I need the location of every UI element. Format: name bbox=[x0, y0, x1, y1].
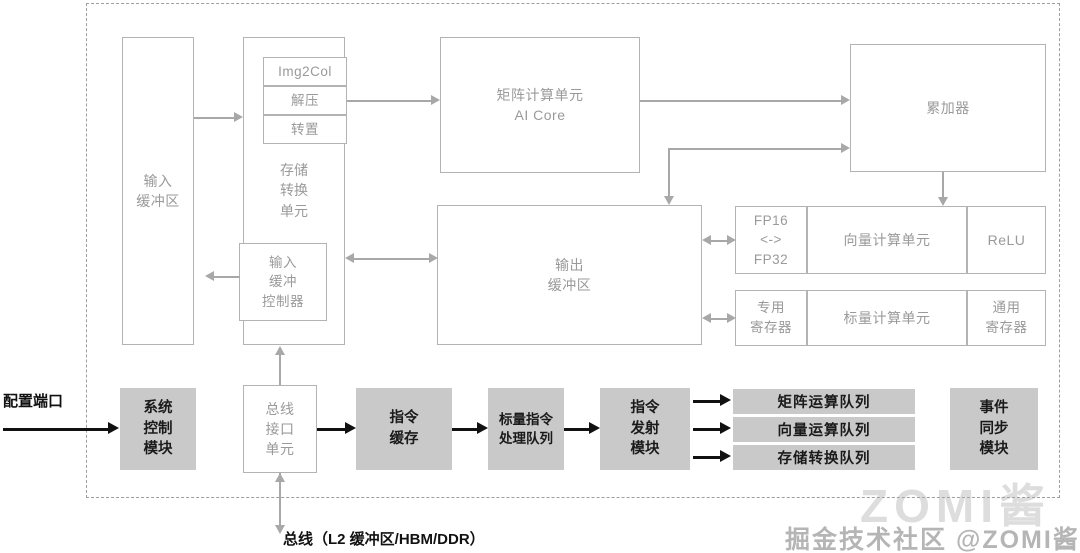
arrow-accumulator-to-vector bbox=[938, 197, 948, 206]
connector-matrix-to-accumulator bbox=[640, 100, 841, 102]
arrow-bus-to-biu bbox=[275, 473, 285, 482]
block-storage-convert-unit-label: 存储 转换 单元 bbox=[280, 162, 308, 219]
connector-branch-to-accumulator bbox=[668, 148, 841, 150]
arrow-branch-to-accumulator bbox=[841, 143, 850, 153]
block-instruction-dispatch[interactable]: 指令 发射 模块 bbox=[600, 388, 690, 470]
label-bus-external: 总线（L2 缓冲区/HBM/DDR） bbox=[283, 531, 485, 548]
chip-boundary bbox=[86, 3, 1060, 498]
block-system-control[interactable]: 系统 控制 模块 bbox=[120, 388, 196, 470]
arrow-biu-to-icache bbox=[345, 422, 356, 434]
connector-inputbuf-to-scu bbox=[194, 117, 234, 119]
connector-icache-to-scalarqueue bbox=[452, 428, 477, 431]
arrow-configport-to-syscontrol bbox=[108, 422, 119, 434]
label-config-port: 配置端口 bbox=[3, 393, 64, 410]
connector-scu-to-matrix bbox=[347, 100, 431, 102]
queue-matrix[interactable]: 矩阵运算队列 bbox=[733, 389, 915, 414]
arrow-dispatch-to-queue-vector bbox=[720, 422, 731, 434]
arrow-icache-to-scalarqueue bbox=[477, 422, 488, 434]
block-special-register[interactable]: 专用 寄存器 bbox=[735, 290, 807, 346]
arrow-outputbuf-scalar-left bbox=[702, 313, 711, 323]
arrow-scalarqueue-to-dispatch bbox=[589, 422, 600, 434]
block-fp-convert[interactable]: FP16 <-> FP32 bbox=[735, 206, 807, 274]
watermark-ghost: ZOMI酱 bbox=[860, 480, 1051, 532]
arrow-biu-to-bus bbox=[275, 525, 285, 534]
block-scalar-unit[interactable]: 标量计算单元 bbox=[807, 290, 967, 346]
connector-biu-to-icache bbox=[317, 428, 345, 431]
arrow-scu-to-matrix bbox=[431, 95, 440, 105]
watermark: 掘金技术社区 @ZOMI酱 bbox=[785, 526, 1080, 553]
connector-branch-down-to-outputbuf bbox=[668, 148, 670, 196]
block-transpose[interactable]: 转置 bbox=[263, 115, 347, 144]
connector-outputbuf-scalar-row bbox=[711, 318, 727, 320]
block-img2col[interactable]: Img2Col bbox=[263, 57, 347, 86]
queue-vector[interactable]: 向量运算队列 bbox=[733, 417, 915, 442]
block-input-buffer[interactable]: 输入 缓冲区 bbox=[122, 37, 194, 345]
block-vector-unit[interactable]: 向量计算单元 bbox=[807, 206, 967, 274]
connector-biu-to-bus bbox=[279, 473, 281, 525]
block-accumulator[interactable]: 累加器 bbox=[850, 44, 1046, 172]
connector-biu-to-scu bbox=[279, 355, 281, 385]
arrow-biu-to-scu bbox=[275, 346, 285, 355]
block-output-buffer[interactable]: 输出 缓冲区 bbox=[437, 205, 702, 345]
connector-dispatch-to-queue-vector bbox=[693, 428, 720, 431]
arrow-scu-outputbuf-right bbox=[429, 253, 438, 263]
block-instruction-cache[interactable]: 指令 缓存 bbox=[356, 388, 452, 470]
connector-ibc-to-inputbuf bbox=[214, 276, 240, 278]
block-bus-interface-unit[interactable]: 总线 接口 单元 bbox=[243, 385, 317, 473]
arrow-dispatch-to-queue-matrix bbox=[720, 394, 731, 406]
arrow-dispatch-to-queue-storage bbox=[720, 450, 731, 462]
connector-outputbuf-vector-row bbox=[711, 240, 727, 242]
arrow-matrix-to-accumulator bbox=[841, 95, 850, 105]
block-decompress[interactable]: 解压 bbox=[263, 86, 347, 115]
connector-scu-outputbuf bbox=[354, 258, 429, 260]
arrow-outputbuf-vector-left bbox=[702, 235, 711, 245]
queue-storage-convert[interactable]: 存储转换队列 bbox=[733, 445, 915, 470]
arrow-scu-outputbuf-left bbox=[345, 253, 354, 263]
arrow-ibc-to-inputbuf bbox=[205, 271, 214, 281]
connector-scalarqueue-to-dispatch bbox=[564, 428, 589, 431]
connector-dispatch-to-queue-storage bbox=[693, 456, 720, 459]
connector-accumulator-to-vector bbox=[942, 172, 944, 197]
arrow-outputbuf-vector-right bbox=[727, 235, 736, 245]
block-scalar-instruction-queue[interactable]: 标量指令 处理队列 bbox=[488, 388, 564, 470]
arrow-branch-down-to-outputbuf bbox=[664, 196, 674, 205]
connector-dispatch-to-queue-matrix bbox=[693, 400, 720, 403]
block-event-sync[interactable]: 事件 同步 模块 bbox=[950, 388, 1038, 470]
block-input-buffer-controller[interactable]: 输入 缓冲 控制器 bbox=[239, 243, 327, 321]
arrow-outputbuf-scalar-right bbox=[727, 313, 736, 323]
block-matrix-unit[interactable]: 矩阵计算单元 AI Core bbox=[440, 37, 640, 173]
block-relu[interactable]: ReLU bbox=[967, 206, 1046, 274]
block-general-register[interactable]: 通用 寄存器 bbox=[967, 290, 1046, 346]
arrow-inputbuf-to-scu bbox=[234, 112, 243, 122]
connector-configport-to-syscontrol bbox=[3, 428, 108, 431]
